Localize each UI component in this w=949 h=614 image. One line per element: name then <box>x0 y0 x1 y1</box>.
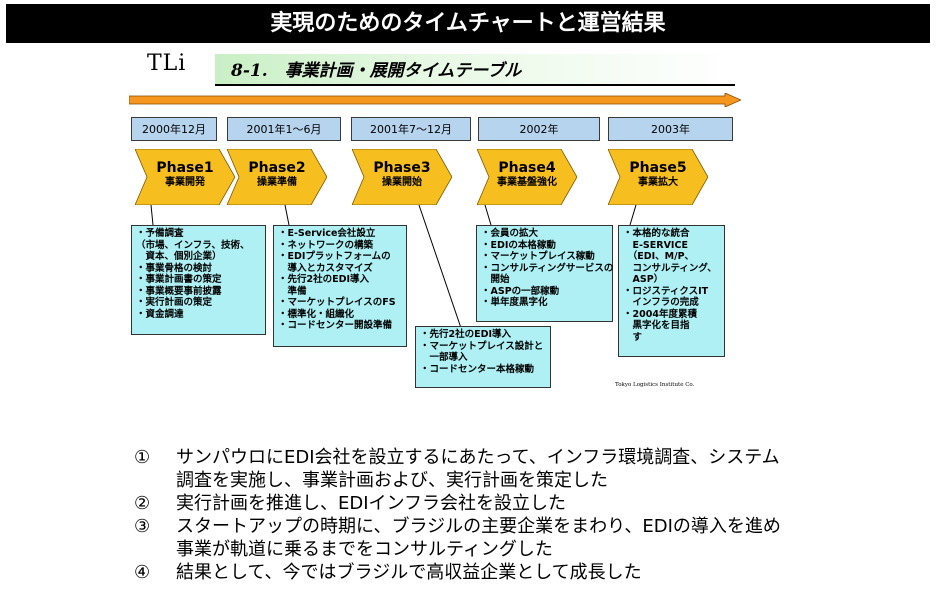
period-2001-h2: 2001年7～12月 <box>351 117 471 141</box>
period-2003: 2003年 <box>608 117 733 141</box>
note-line: ・E-Service会社設立 <box>278 228 376 239</box>
note-line: ・2004年度累積 <box>623 308 697 320</box>
note-line: 一部導入 <box>420 352 468 363</box>
note-line: ・事業概要事前披露 <box>136 285 222 297</box>
source-credit: Tokyo Logistics Institute Co. <box>615 382 695 388</box>
phase-2-name: Phase2 <box>248 160 306 176</box>
company-logo: TLi <box>147 51 187 76</box>
note-line: ・ロジスティクスIT <box>623 285 709 297</box>
note-line: ・標準化・組織化 <box>278 308 355 320</box>
phase-4-subtitle: 事業基盤強化 <box>497 177 557 188</box>
note-line: ・ASPの一部稼動 <box>481 285 560 297</box>
phase-5-name: Phase5 <box>629 160 687 176</box>
note-line: ・ネットワークの構築 <box>278 239 374 251</box>
phase-1-notes: ・予備調査（市場、インフラ、技術、 資本、個別企業）・事業骨格の検討・事業計画書… <box>131 225 266 335</box>
note-line: 資本、個別企業） <box>136 251 222 262</box>
note-line: ・資金調達 <box>136 308 184 320</box>
note-line: ・実行計画の策定 <box>136 297 213 308</box>
note-line: す <box>623 331 643 343</box>
note-line: ・事業骨格の検討 <box>136 262 213 274</box>
phase-4-name: Phase4 <box>498 160 556 176</box>
phase-2-notes: ・E-Service会社設立・ネットワークの構築・EDIプラットフォームの 導入… <box>273 225 407 347</box>
phase-2-subtitle: 操業準備 <box>257 177 297 188</box>
result-point: ③ スタートアップの時期に、ブラジルの主要企業をまわり、EDIの導入を進め 事業… <box>134 515 914 561</box>
point-number: ③ <box>134 516 151 537</box>
phase-3-notes: ・先行2社のEDI導入・マーケットプレイス設計と 一部導入・コードセンター本格稼… <box>415 326 551 388</box>
result-point: ① サンパウロにEDI会社を設立するにあたって、インフラ環境調査、システム 調査… <box>134 446 914 492</box>
note-line: コンサルティング、 <box>623 262 717 274</box>
point-text: 結果として、今ではブラジルで高収益企業として成長した <box>176 562 642 583</box>
note-line: ・単年度黒字化 <box>481 297 548 308</box>
point-text: サンパウロにEDI会社を設立するにあたって、インフラ環境調査、システム 調査を実… <box>176 447 780 491</box>
result-point: ④ 結果として、今ではブラジルで高収益企業として成長した <box>134 561 914 584</box>
note-line: インフラの完成 <box>623 297 699 308</box>
note-line: ・会員の拡大 <box>481 228 539 239</box>
phase-3-name: Phase3 <box>373 160 431 176</box>
figure-heading: 8-1. 事業計画・展開タイムテーブル <box>231 61 522 81</box>
point-text: スタートアップの時期に、ブラジルの主要企業をまわり、EDIの導入を進め 事業が軌… <box>176 516 781 560</box>
result-point: ② 実行計画を推進し、EDIインフラ会社を設立した <box>134 492 914 515</box>
note-line: 導入とカスタマイズ <box>278 262 373 274</box>
period-2001-h1: 2001年1～6月 <box>227 117 341 141</box>
callout-connectors <box>150 204 637 329</box>
note-line: ・先行2社のEDI導入 <box>278 274 370 285</box>
note-line: 黒字化を目指 <box>623 320 690 331</box>
note-line: ・EDIの本格稼動 <box>481 239 556 251</box>
note-line: ・マーケットプレイス設計と <box>420 340 544 352</box>
point-number: ④ <box>134 562 151 583</box>
note-line: 開始 <box>481 274 510 285</box>
note-line: ASP） <box>623 274 664 285</box>
period-2000-12: 2000年12月 <box>131 117 217 141</box>
period-2002: 2002年 <box>478 117 600 141</box>
note-line: ・コードセンター本格稼動 <box>420 363 535 375</box>
note-line: ・本格的な統合 <box>623 228 690 239</box>
timeline-arrow <box>129 93 741 107</box>
note-line: E-SERVICE <box>623 239 688 251</box>
slide-title: 実現のためのタイムチャートと運営結果 <box>6 4 930 43</box>
note-line: ・コードセンター開設準備 <box>278 320 393 331</box>
point-text: 実行計画を推進し、EDIインフラ会社を設立した <box>176 493 566 514</box>
note-line: ・先行2社のEDI導入 <box>420 329 512 340</box>
note-line: （市場、インフラ、技術、 <box>136 239 250 251</box>
phase-4-notes: ・会員の拡大・EDIの本格稼動・マーケットプレイス稼動・コンサルティングサービス… <box>476 225 613 322</box>
note-line: ・マーケットプレイスのFS <box>278 297 396 308</box>
note-line: ・予備調査 <box>136 228 184 239</box>
point-number: ① <box>134 447 151 468</box>
phase-3-subtitle: 操業開始 <box>382 177 422 188</box>
heading-band <box>215 54 735 84</box>
note-line: ・コンサルティングサービスの <box>481 262 614 274</box>
note-line: 準備 <box>278 285 307 297</box>
note-line: ・EDIプラットフォームの <box>278 251 391 262</box>
note-line: ・マーケットプレイス稼動 <box>481 251 595 262</box>
note-line: （EDI、M/P、 <box>623 251 695 262</box>
point-number: ② <box>134 493 151 514</box>
phase-5-notes: ・本格的な統合 E-SERVICE （EDI、M/P、 コンサルティング、 AS… <box>618 225 725 357</box>
heading-rule <box>215 84 735 86</box>
phase-1-name: Phase1 <box>156 160 214 176</box>
timetable-figure: TLi 8-1. 事業計画・展開タイムテーブル 2000年12月 2001年1～… <box>121 46 741 396</box>
phase-1-subtitle: 事業開発 <box>165 177 205 188</box>
note-line: ・事業計画書の策定 <box>136 274 222 285</box>
result-points: ① サンパウロにEDI会社を設立するにあたって、インフラ環境調査、システム 調査… <box>134 446 914 584</box>
phase-5-subtitle: 事業拡大 <box>638 177 678 188</box>
